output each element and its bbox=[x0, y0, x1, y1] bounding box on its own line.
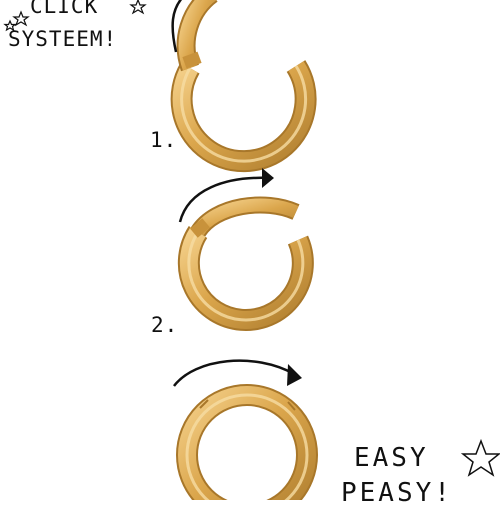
star-icon bbox=[460, 438, 500, 477]
ring-step-1 bbox=[170, 0, 317, 173]
star-icon bbox=[12, 10, 30, 27]
star-icon bbox=[3, 19, 17, 32]
curved-arrow-icon bbox=[171, 0, 183, 53]
easy-text: EASY bbox=[354, 443, 429, 473]
step-2-label: 2. bbox=[151, 313, 179, 337]
curved-arrow-icon bbox=[173, 359, 302, 387]
peasy-text: PEASY! bbox=[341, 478, 453, 508]
step-1-label: 1. bbox=[150, 128, 178, 152]
star-icon bbox=[129, 0, 147, 15]
ring-step-2 bbox=[177, 196, 314, 331]
systeem-text: SYSTEEM! bbox=[8, 27, 118, 51]
click-text: CLICK bbox=[30, 0, 99, 18]
ring-step-3 bbox=[176, 384, 318, 500]
curved-arrow-icon bbox=[178, 168, 274, 223]
